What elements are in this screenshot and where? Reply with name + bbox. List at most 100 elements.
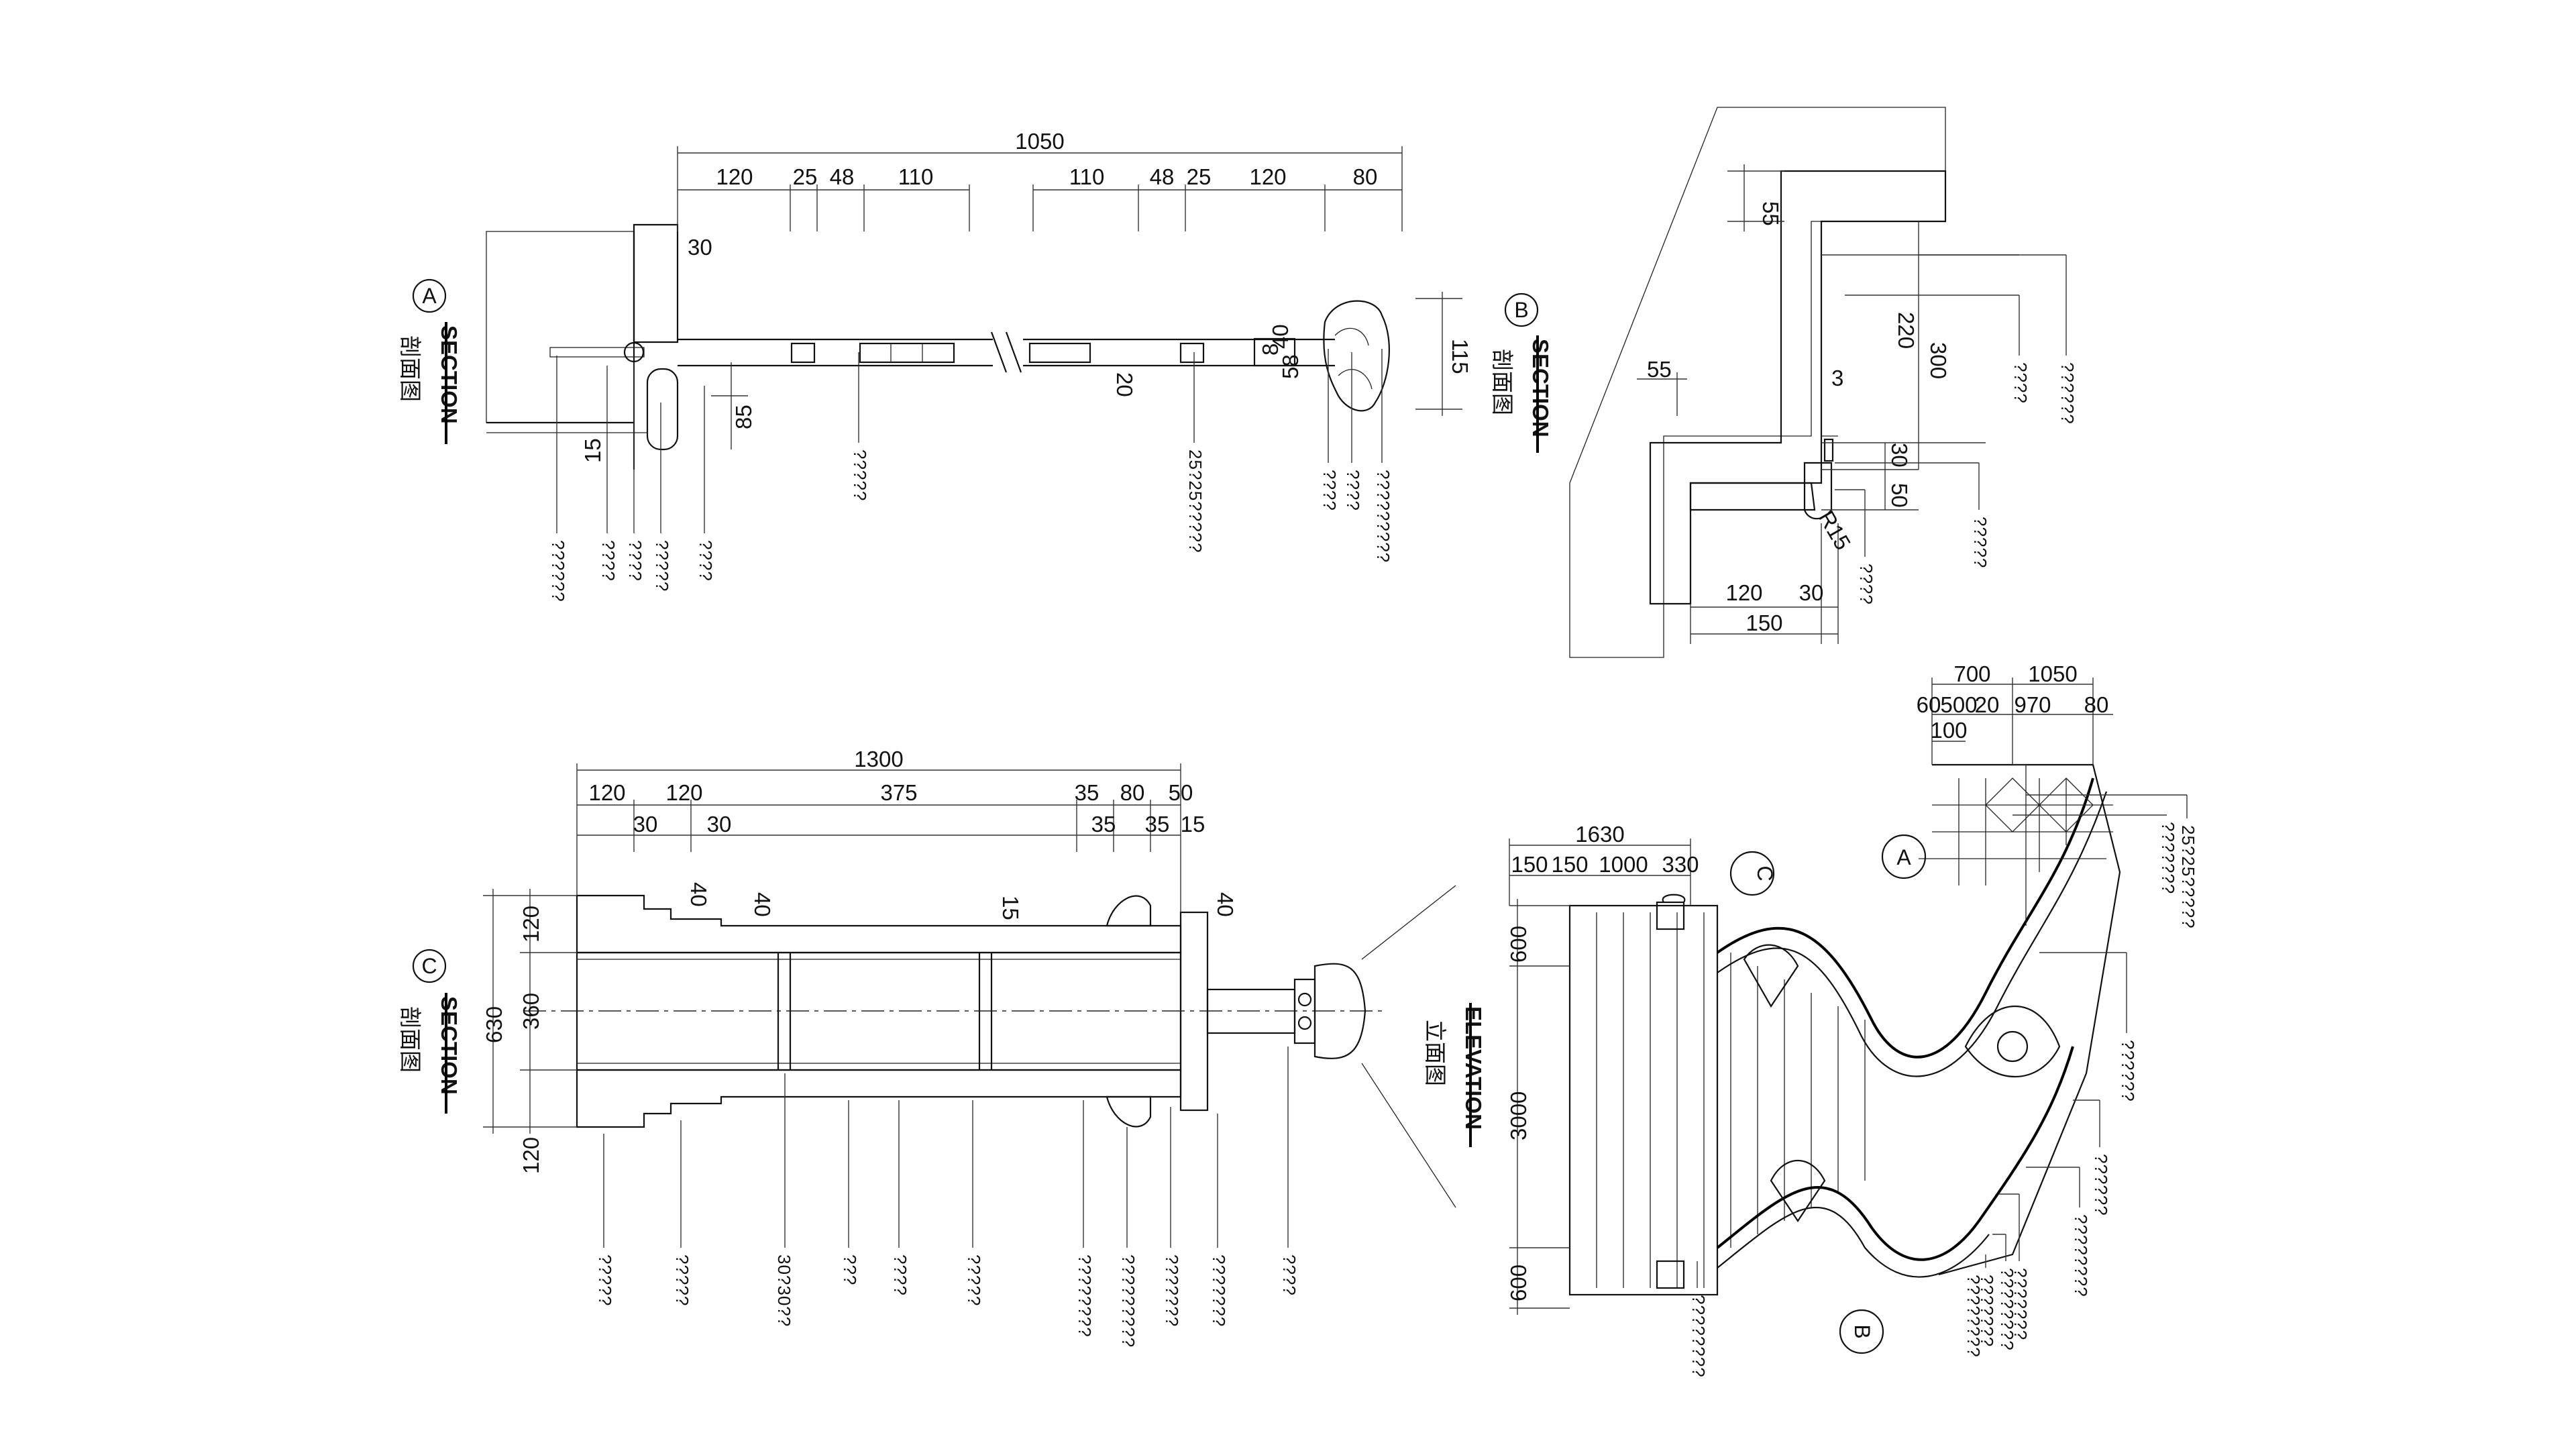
section-b-note: ????	[2010, 362, 2031, 404]
elevation-note: ????????	[1964, 1275, 1984, 1358]
section-a-dim: 110	[1069, 164, 1105, 189]
elevation-note: ???????	[1977, 1275, 1997, 1347]
section-a-note: ?????????	[1373, 470, 1393, 563]
elevation-dim: 330	[1662, 852, 1699, 877]
section-a-note: ????	[598, 540, 619, 582]
section-b-note: ????	[1856, 564, 1876, 605]
section-b-dim: 30	[1887, 443, 1912, 468]
elevation-dim: 1000	[1599, 852, 1648, 877]
elevation-note: ???????	[2158, 822, 2178, 894]
section-c-dim: 40	[750, 892, 775, 917]
section-a-dim-total: 1050	[1015, 129, 1064, 154]
elevation-tag-circle-b	[1839, 1309, 1884, 1354]
section-b-plaster	[1649, 170, 1947, 605]
section-c-subtitle: 剖面图	[398, 1006, 423, 1073]
section-c-dim: 35	[1091, 812, 1116, 837]
section-a-note: ?????	[850, 449, 870, 501]
section-c-note: ???????	[1209, 1254, 1229, 1327]
section-c-dim: 40	[686, 882, 711, 907]
section-b-wall-hatch	[1569, 107, 1946, 658]
elevation-dim: 1630	[1575, 822, 1624, 847]
section-c-bottom-profile	[576, 1069, 1182, 1128]
section-a-dim: 25	[793, 164, 818, 189]
section-b-note: ?????	[1970, 517, 1990, 568]
section-c-note: ????	[890, 1254, 910, 1296]
elevation-note: ??????	[2091, 1154, 2111, 1216]
section-c-note: 30?30??	[774, 1254, 794, 1327]
section-a-dim: 80	[1353, 164, 1378, 189]
section-a-dim: 115	[1448, 339, 1472, 374]
section-c-note: ???	[840, 1254, 860, 1285]
elevation-tag-b: B	[1850, 1324, 1874, 1338]
section-c-note: ?????	[595, 1254, 615, 1306]
elevation-note: ???????	[2010, 1268, 2031, 1340]
section-c-dim: 30	[633, 812, 658, 837]
elevation-dim: 1050	[2028, 661, 2077, 686]
section-b-title: SECTION	[1528, 339, 1553, 437]
section-c-note: ????	[1279, 1254, 1299, 1296]
section-b-dim: 50	[1887, 483, 1912, 508]
elevation-dim: 500	[1940, 692, 1977, 717]
section-c-note: ?????	[672, 1254, 692, 1306]
section-a-note: ????	[625, 540, 645, 582]
elevation-lower-handrail	[1716, 1046, 2074, 1261]
section-b-dim: 55	[1647, 357, 1672, 382]
section-a-plaster	[633, 223, 679, 343]
section-a-title: SECTION	[437, 325, 462, 424]
elevation-dim: 20	[1975, 692, 2000, 717]
elevation-dim: 3000	[1506, 1091, 1531, 1140]
elevation-note: ????????	[1688, 1295, 1709, 1378]
section-b-subtitle: 剖面图	[1490, 349, 1515, 415]
section-b-dim: 3	[1831, 366, 1843, 390]
elevation-dim: 600	[1506, 926, 1531, 963]
section-a-subtitle: 剖面图	[398, 335, 423, 402]
elevation-dim: 600	[1506, 1265, 1531, 1301]
section-c-note: ?????	[964, 1254, 984, 1306]
section-c-dim: 120	[588, 780, 625, 805]
section-a-note: ????	[1343, 470, 1363, 511]
section-a-dim: 8	[1258, 343, 1283, 356]
section-a-dim: 120	[1249, 164, 1286, 189]
section-a-dim: 48	[830, 164, 855, 189]
section-a-ornament	[1323, 300, 1390, 412]
section-c-title: SECTION	[437, 996, 462, 1095]
section-c-drawing: C SECTION 剖面图 1300	[398, 747, 1456, 1348]
section-c-dim: 50	[1169, 780, 1193, 805]
section-a-drawing: A SECTION 剖面图 1050	[398, 129, 1472, 602]
section-a-dim: 110	[898, 164, 934, 189]
section-c-dim: 120	[519, 906, 543, 943]
elevation-dim: 80	[2084, 692, 2109, 717]
section-a-dim: 120	[716, 164, 753, 189]
elevation-dim: 970	[2014, 692, 2051, 717]
elevation-note: ????????	[1997, 1268, 2017, 1351]
elevation-subtitle: 立面图	[1423, 1020, 1448, 1086]
elevation-note: ????????	[2071, 1214, 2091, 1297]
section-a-skirting	[646, 368, 679, 451]
section-c-dim: 120	[665, 780, 702, 805]
section-c-top-profile	[576, 894, 1182, 954]
section-c-dim: 30	[707, 812, 732, 837]
elevation-tag-a: A	[1896, 845, 1911, 869]
section-a-note: ????	[696, 540, 716, 582]
section-c-dim: 15	[998, 896, 1023, 920]
section-a-note: ??????	[548, 540, 568, 602]
elevation-title: ELEVATION	[1461, 1006, 1486, 1130]
section-b-dim: 150	[1746, 610, 1782, 635]
elevation-note: ??????	[2118, 1040, 2138, 1102]
section-a-dim: 30	[688, 235, 712, 260]
section-b-dim: 120	[1725, 580, 1762, 605]
section-c-note: ????????	[1075, 1254, 1095, 1338]
section-b-tag: B	[1514, 298, 1528, 322]
section-c-dim: 35	[1075, 780, 1099, 805]
section-c-dim: 120	[519, 1137, 543, 1174]
elevation-drawing: ELEVATION 立面图	[1423, 661, 2198, 1378]
section-b-dim: 55	[1758, 201, 1783, 226]
elevation-newel-base	[1568, 904, 1719, 1296]
section-c-dim: 80	[1120, 780, 1145, 805]
elevation-dim: 700	[1953, 661, 1990, 686]
elevation-tag-c: C	[1753, 865, 1777, 881]
section-c-tag-circle	[412, 949, 447, 983]
elevation-upper-handrail	[1716, 777, 2094, 1059]
section-c-note: ???????	[1162, 1254, 1182, 1327]
